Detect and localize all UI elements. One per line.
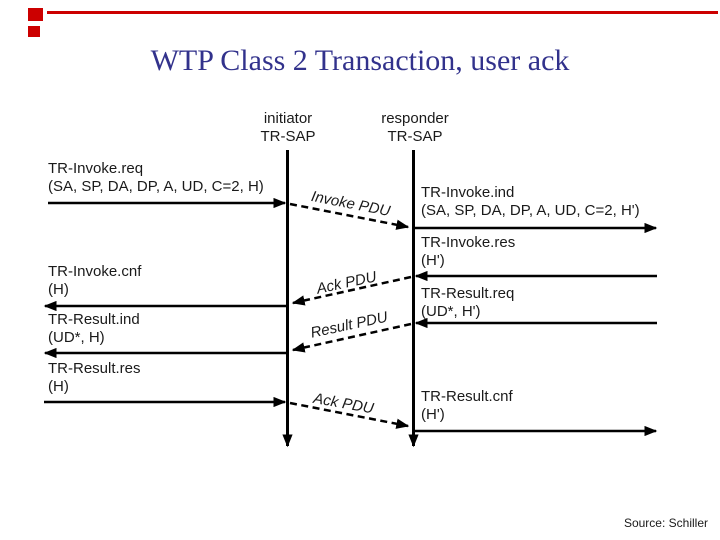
primitive-params: (SA, SP, DA, DP, A, UD, C=2, H') — [421, 202, 640, 219]
message-label-tr-invoke-cnf: TR-Invoke.cnf (H) — [48, 263, 141, 299]
dashed-arrow-result-pdu — [291, 322, 412, 353]
page-title: WTP Class 2 Transaction, user ack — [150, 44, 570, 77]
primitive-params: (H) — [48, 378, 69, 395]
primitive-name: TR-Invoke.ind — [421, 184, 515, 201]
message-label-tr-invoke-req: TR-Invoke.req (SA, SP, DA, DP, A, UD, C=… — [48, 160, 264, 196]
responder-sap-label: TR-SAP — [387, 128, 443, 145]
responder-lifeline-label: responder TR-SAP — [355, 110, 475, 146]
primitive-params: (SA, SP, DA, DP, A, UD, C=2, H) — [48, 178, 264, 195]
primitive-params: (H') — [421, 252, 445, 269]
primitive-name: TR-Result.req — [421, 285, 515, 302]
message-label-tr-result-req: TR-Result.req (UD*, H') — [421, 285, 514, 321]
message-label-tr-invoke-res: TR-Invoke.res (H') — [421, 234, 515, 270]
primitive-name: TR-Result.res — [48, 360, 141, 377]
primitive-name: TR-Invoke.req — [48, 160, 144, 177]
source-credit: Source: Schiller — [623, 516, 708, 530]
dashed-arrow-ack-pdu-1 — [291, 275, 412, 306]
primitive-name: TR-Result.cnf — [421, 388, 513, 405]
primitive-params: (UD*, H') — [421, 303, 481, 320]
primitive-name: TR-Invoke.res — [421, 234, 516, 251]
message-label-tr-result-res: TR-Result.res (H) — [48, 360, 141, 396]
corner-mark-square-large — [28, 8, 43, 21]
initiator-role-label: initiator — [263, 110, 313, 127]
primitive-params: (UD*, H) — [48, 329, 105, 346]
primitive-params: (H') — [421, 406, 445, 423]
corner-mark-rule — [47, 11, 718, 14]
dashed-arrow-invoke-pdu — [289, 202, 410, 230]
message-label-tr-result-ind: TR-Result.ind (UD*, H) — [48, 311, 140, 347]
message-label-tr-result-cnf: TR-Result.cnf (H') — [421, 388, 513, 424]
dashed-arrow-ack-pdu-2 — [289, 401, 410, 429]
corner-mark-square-small — [28, 26, 40, 37]
initiator-lifeline-label: initiator TR-SAP — [228, 110, 348, 146]
initiator-sap-label: TR-SAP — [260, 128, 316, 145]
primitive-name: TR-Result.ind — [48, 311, 140, 328]
primitive-name: TR-Invoke.cnf — [48, 263, 142, 280]
responder-role-label: responder — [381, 110, 449, 127]
message-label-tr-invoke-ind: TR-Invoke.ind (SA, SP, DA, DP, A, UD, C=… — [421, 184, 640, 220]
primitive-params: (H) — [48, 281, 69, 298]
